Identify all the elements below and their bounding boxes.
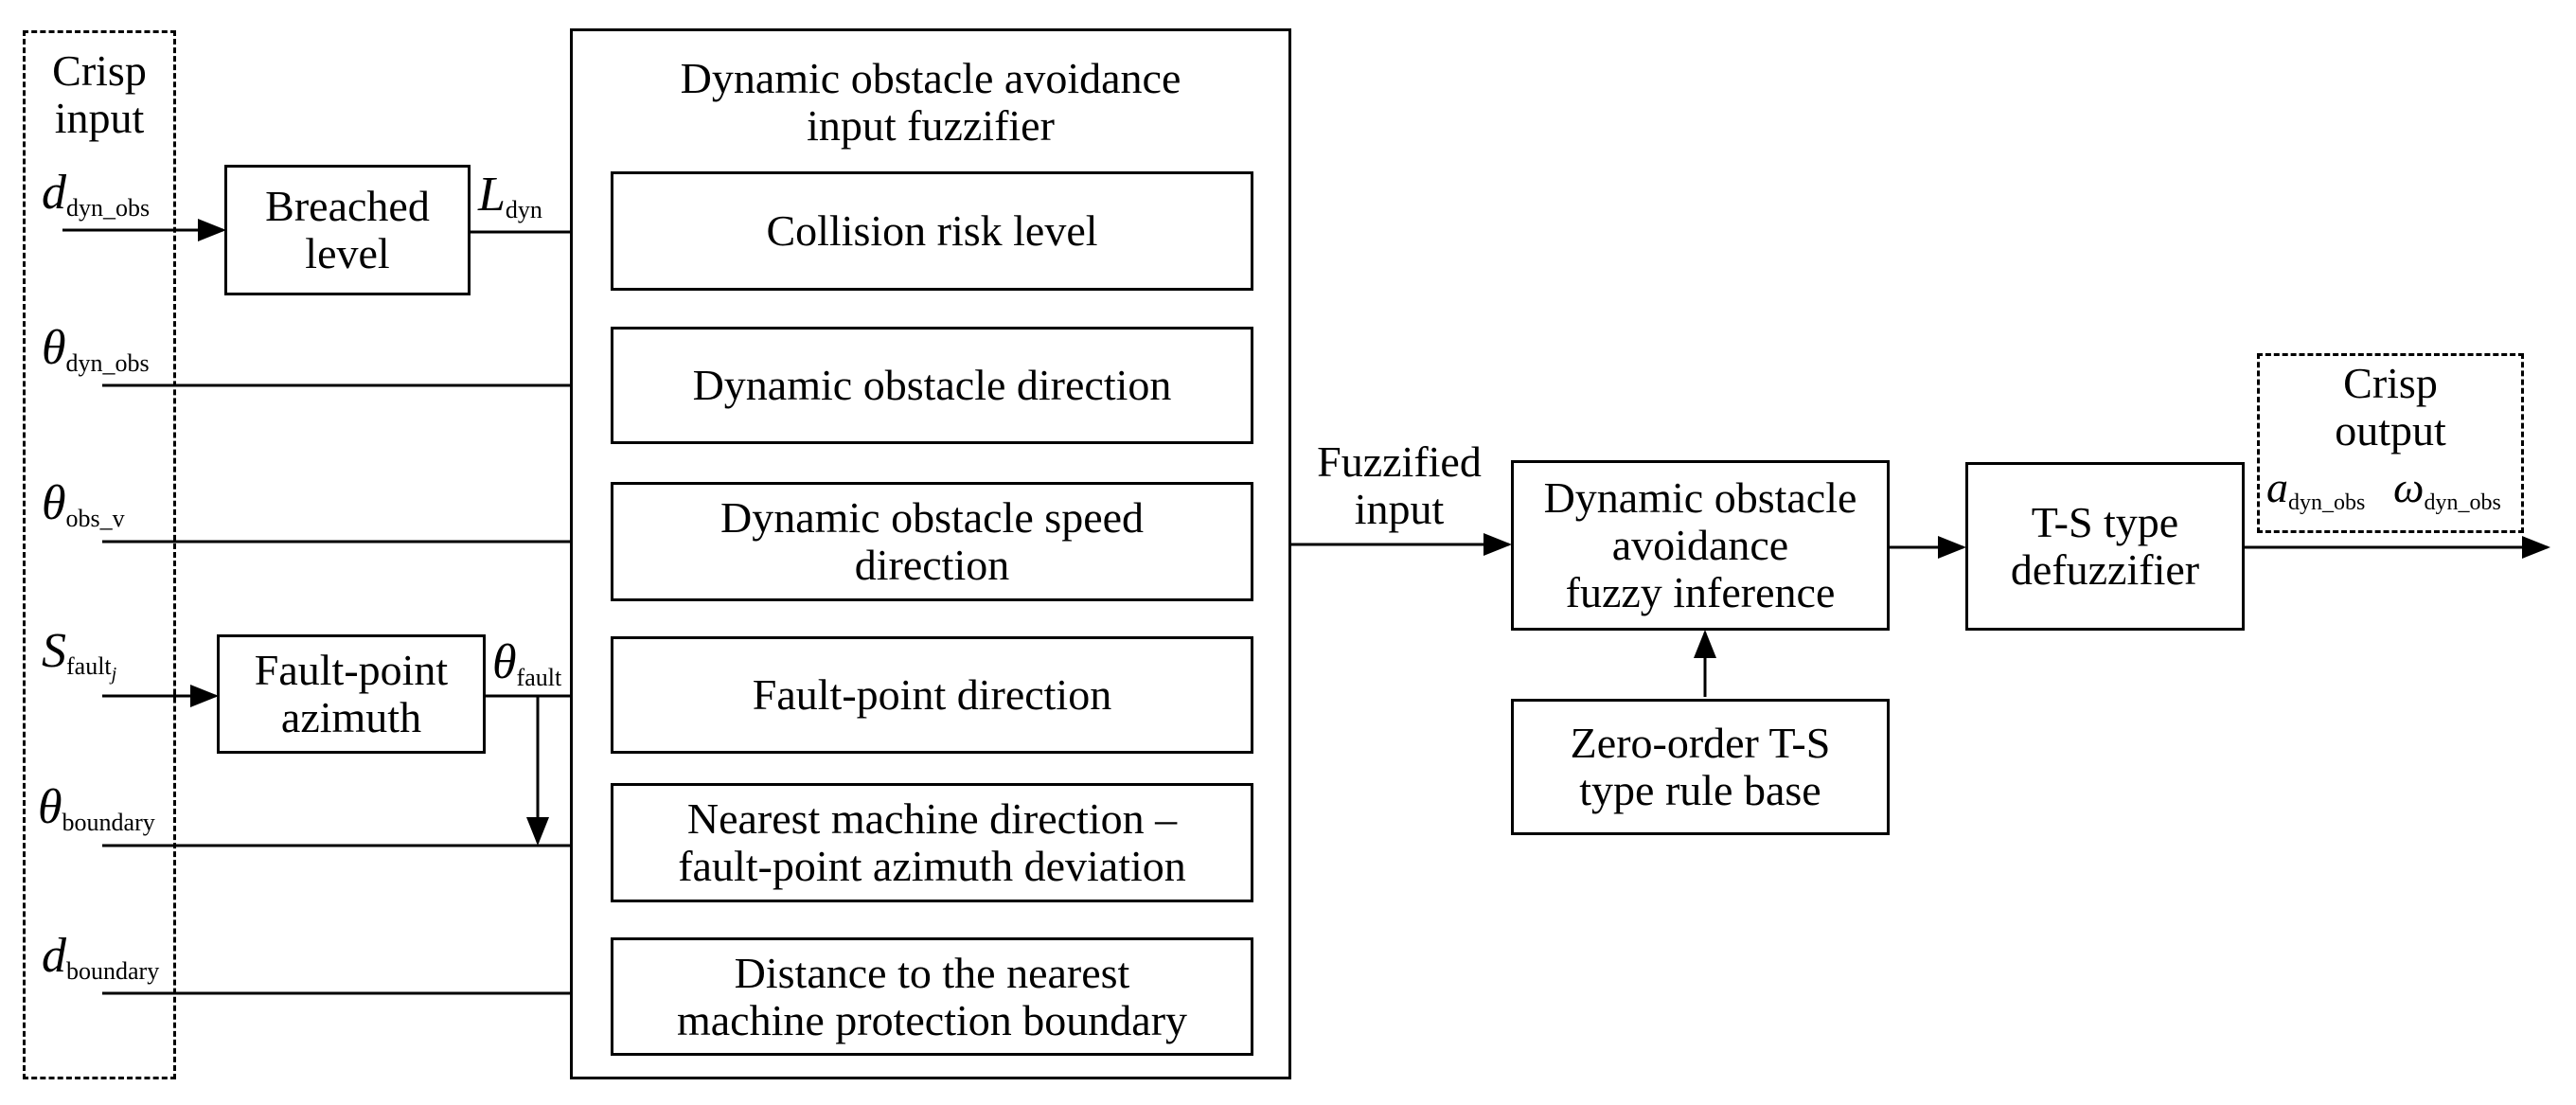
defuzzifier-label: T-S type defuzzifier (2010, 498, 2200, 594)
breached-level-label: Breached level (265, 182, 430, 277)
obstacle-speed-direction-label: Dynamic obstacle speed direction (720, 493, 1145, 589)
breached-level-box (224, 165, 471, 295)
fault-point-azimuth-label: Fault-point azimuth (254, 646, 449, 741)
fuzzifier-item-collision-risk (611, 171, 1253, 291)
fuzzifier-item-obstacle-speed-direction (611, 482, 1253, 601)
symbol-theta-boundary: θboundary (38, 780, 155, 837)
azimuth-deviation-label: Nearest machine direction – fault-point … (678, 794, 1186, 890)
symbol-a-dyn-obs: adyn_obs (2266, 463, 2366, 516)
symbol-theta-obs-v: θobs_v (42, 476, 125, 533)
crisp-input-box (23, 30, 176, 1079)
fault-point-direction-label: Fault-point direction (752, 670, 1112, 719)
symbol-l-dyn: Ldyn (478, 168, 542, 224)
rule-base-box (1511, 699, 1890, 835)
fault-point-azimuth-box (217, 634, 486, 754)
fuzzified-input-label: Fuzzified input (1317, 437, 1482, 533)
rule-base-label: Zero-order T-S type rule base (1570, 719, 1831, 814)
obstacle-direction-label: Dynamic obstacle direction (692, 361, 1172, 409)
crisp-output-label: Crisp output (2335, 359, 2446, 454)
fuzzy-inference-box (1511, 460, 1890, 631)
fuzzifier-item-fault-point-direction (611, 636, 1253, 754)
fuzzifier-item-azimuth-deviation (611, 783, 1253, 902)
symbol-omega-dyn-obs: ωdyn_obs (2393, 463, 2501, 516)
symbol-d-dyn-obs: ddyn_obs (42, 166, 151, 223)
defuzzifier-box (1965, 462, 2245, 631)
symbol-theta-fault: θfault (492, 635, 562, 692)
boundary-distance-label: Distance to the nearest machine protecti… (676, 948, 1188, 1044)
symbol-theta-dyn-obs: θdyn_obs (42, 321, 150, 378)
fuzzifier-title: Dynamic obstacle avoidance input fuzzifi… (680, 54, 1181, 150)
crisp-input-label: Crisp input (52, 46, 147, 142)
symbol-d-boundary: dboundary (42, 929, 160, 986)
fuzzifier-item-obstacle-direction (611, 327, 1253, 444)
fuzzy-inference-label: Dynamic obstacle avoidance fuzzy inferen… (1543, 473, 1857, 616)
symbol-s-fault: Sfaultj (42, 624, 117, 686)
fuzzifier-item-boundary-distance (611, 937, 1253, 1056)
collision-risk-label: Collision risk level (766, 206, 1098, 255)
crisp-output-box (2257, 353, 2524, 533)
